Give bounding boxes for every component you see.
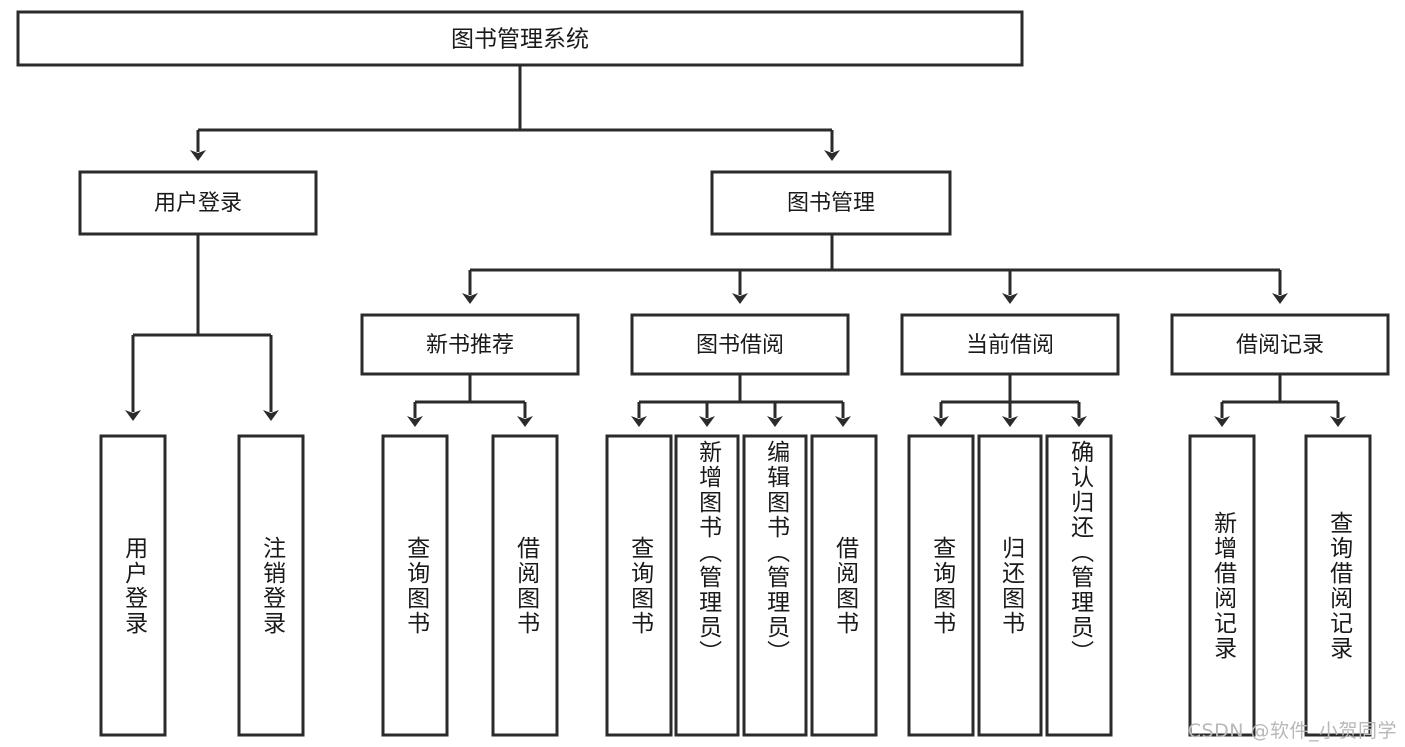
csdn-watermark: CSDN @软件_小贺同学: [1187, 720, 1397, 742]
connector-book-manage-bus: [462, 234, 1288, 304]
leaf-box-edit-book-admin[interactable]: [742, 434, 808, 737]
leaf-box-query-book-2[interactable]: [605, 434, 673, 737]
connector-user-login-bus: [125, 234, 279, 421]
leaf-box-query-book-3[interactable]: [907, 434, 975, 737]
node-root-label: 图书管理系统: [451, 27, 589, 53]
node-book-borrow-label: 图书借阅: [696, 333, 784, 358]
node-user-login-box[interactable]: [78, 170, 318, 236]
leaf-box-user-login[interactable]: [99, 434, 167, 737]
connector-root-bus: [190, 128, 840, 161]
node-current-borrow-label: 当前借阅: [966, 333, 1054, 358]
node-book-manage-box[interactable]: [710, 170, 952, 236]
connector-book-borrow-leaves: [631, 374, 851, 427]
leaf-box-add-book-admin[interactable]: [674, 434, 740, 737]
leaf-box-query-borrow-record[interactable]: [1304, 434, 1372, 737]
leaf-box-return-book[interactable]: [977, 434, 1043, 737]
leaf-box-logout[interactable]: [237, 434, 305, 737]
node-borrow-record-label: 借阅记录: [1236, 333, 1324, 358]
node-borrow-record-box[interactable]: [1170, 313, 1390, 376]
node-new-book-recommend-box[interactable]: [360, 313, 580, 376]
node-current-borrow-box[interactable]: [900, 313, 1120, 376]
connector-borrow-record-leaves: [1214, 374, 1346, 427]
leaf-box-confirm-return-admin[interactable]: [1045, 434, 1113, 737]
leaf-box-borrow-book-2[interactable]: [810, 434, 878, 737]
leaf-box-borrow-book-1[interactable]: [491, 434, 559, 737]
node-root-box[interactable]: [16, 10, 1024, 67]
node-book-manage-label: 图书管理: [787, 191, 875, 216]
node-book-borrow-box[interactable]: [630, 313, 850, 376]
node-user-login-label: 用户登录: [154, 191, 242, 216]
leaf-box-query-book-1[interactable]: [381, 434, 449, 737]
leaf-box-add-borrow-record[interactable]: [1188, 434, 1256, 737]
node-new-book-recommend-label: 新书推荐: [426, 333, 514, 358]
connector-new-book-leaves: [407, 374, 533, 427]
connector-current-borrow-leaves: [933, 374, 1087, 427]
